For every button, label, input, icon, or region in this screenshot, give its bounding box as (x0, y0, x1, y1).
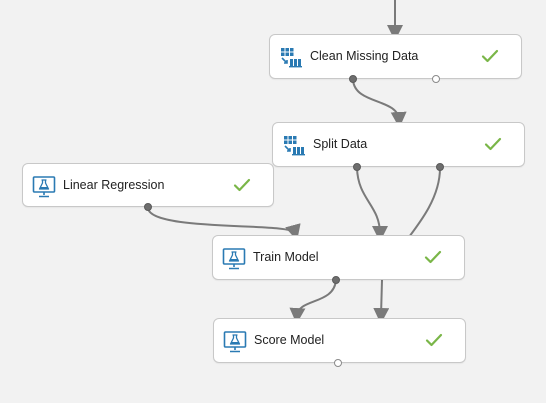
data-transform-icon (284, 136, 305, 156)
completed-check-icon (484, 137, 502, 151)
module-label: Score Model (254, 333, 325, 347)
completed-check-icon (425, 333, 443, 347)
ml-model-icon (223, 331, 247, 353)
module-label: Train Model (253, 250, 319, 264)
module-label: Split Data (313, 137, 368, 151)
module-label: Clean Missing Data (310, 49, 419, 63)
completed-check-icon (481, 49, 499, 63)
split-output-port-1[interactable] (353, 163, 361, 171)
linreg-output-port[interactable] (144, 203, 152, 211)
ml-model-icon (32, 176, 56, 198)
module-label: Linear Regression (63, 178, 165, 192)
clean-output-port-1[interactable] (349, 75, 357, 83)
ml-model-icon (222, 248, 246, 270)
completed-check-icon (233, 178, 251, 192)
train-output-port[interactable] (332, 276, 340, 284)
wire-clean-to-split (352, 79, 407, 128)
module-linear-regression[interactable]: Linear Regression (22, 163, 274, 207)
data-transform-icon (281, 48, 302, 68)
module-train-model[interactable]: Train Model (212, 235, 465, 280)
module-clean-missing-data[interactable]: Clean Missing Data (269, 34, 522, 79)
wire-split-to-train (356, 167, 388, 242)
wire-linreg-to-train (147, 207, 301, 241)
clean-output-port-2[interactable] (432, 75, 440, 83)
module-split-data[interactable]: Split Data (272, 122, 525, 167)
completed-check-icon (424, 250, 442, 264)
split-output-port-2[interactable] (436, 163, 444, 171)
wire-train-to-score (289, 279, 337, 324)
score-output-port[interactable] (334, 359, 342, 367)
module-score-model[interactable]: Score Model (213, 318, 466, 363)
